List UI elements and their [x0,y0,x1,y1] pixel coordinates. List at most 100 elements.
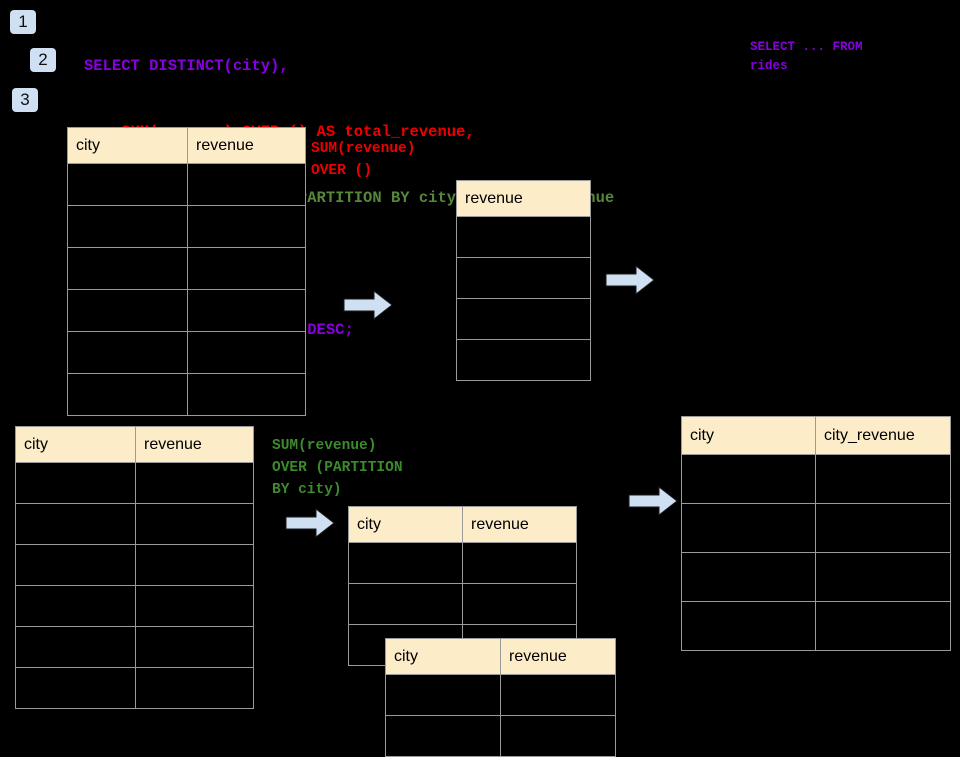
table-cell [187,163,306,206]
step-badge-3: 3 [12,88,38,112]
column-header-revenue: revenue [462,506,577,543]
table-cell [15,585,136,627]
table-cell [135,503,254,545]
column-header-revenue: revenue [187,127,306,164]
sql-sidenote: SELECT ... FROM rides [750,40,863,73]
table-cell [135,544,254,586]
table-row [15,503,254,545]
table-cell [681,503,816,553]
table-row [67,373,306,416]
arrow-source-to-total [343,289,393,321]
table-row [681,601,951,651]
step-badge-1: 1 [10,10,36,34]
step-badge-2: 2 [30,48,56,72]
table-cell [67,331,188,374]
table-row [67,205,306,248]
diagram-canvas: 1 2 3 SELECT DISTINCT(city), SUM(revenue… [10,10,951,757]
table-row [385,674,616,716]
table-cell [67,163,188,206]
table-header-row: revenue [456,180,591,217]
table-cell [500,715,616,757]
table-row [15,585,254,627]
column-header-city: city [15,426,136,463]
table-cell [456,298,591,340]
table-cell [348,583,463,625]
column-header-revenue: revenue [135,426,254,463]
table-row [456,298,591,340]
table-cell [462,583,577,625]
table-cell [681,552,816,602]
column-header-city: city [385,638,501,675]
column-header-city: city [67,127,188,164]
table-row [681,552,951,602]
table-row [456,216,591,258]
table-cell [385,674,501,716]
table-cell [815,601,951,651]
table-cell [187,373,306,416]
table-cell [135,585,254,627]
table-cell [15,667,136,709]
table-cell [187,247,306,290]
table-cell [67,205,188,248]
arrow-total-to-result [605,264,655,296]
table-cell [67,247,188,290]
table-cell [187,331,306,374]
table-row [385,715,616,757]
table-cell [15,462,136,504]
table-cell [135,462,254,504]
annotation-over-empty: SUM(revenue) OVER () [311,141,416,179]
table-row [681,503,951,553]
total-revenue-table: revenue [456,180,591,381]
table-cell [681,454,816,504]
table-cell [15,626,136,668]
table-cell [815,454,951,504]
table-row [348,583,577,625]
column-header-city: city [348,506,463,543]
column-header-revenue: revenue [500,638,616,675]
table-cell [67,289,188,332]
table-cell [135,626,254,668]
arrow-source-to-partition [285,507,335,539]
table-row [681,454,951,504]
annotation-over-partition: SUM(revenue) OVER (PARTITION BY city) [272,438,403,498]
table-row [67,331,306,374]
table-cell [815,552,951,602]
table-cell [681,601,816,651]
table-cell [348,542,463,584]
sql-line-select: SELECT DISTINCT(city), [84,57,289,75]
table-row [348,542,577,584]
table-row [67,289,306,332]
table-cell [815,503,951,553]
table-row [67,163,306,206]
table-row [456,339,591,381]
arrow-partition-to-result [628,485,678,517]
table-cell [187,205,306,248]
table-cell [500,674,616,716]
table-cell [456,216,591,258]
table-row [15,544,254,586]
table-row [15,626,254,668]
table-cell [135,667,254,709]
column-header-city_revenue: city_revenue [815,416,951,455]
table-cell [385,715,501,757]
table-cell [456,339,591,381]
table-row [456,257,591,299]
table-row [15,462,254,504]
table-cell [15,544,136,586]
column-header-city: city [681,416,816,455]
table-row [67,247,306,290]
table-row [15,667,254,709]
table-cell [456,257,591,299]
table-cell [187,289,306,332]
table-cell [15,503,136,545]
table-cell [462,542,577,584]
